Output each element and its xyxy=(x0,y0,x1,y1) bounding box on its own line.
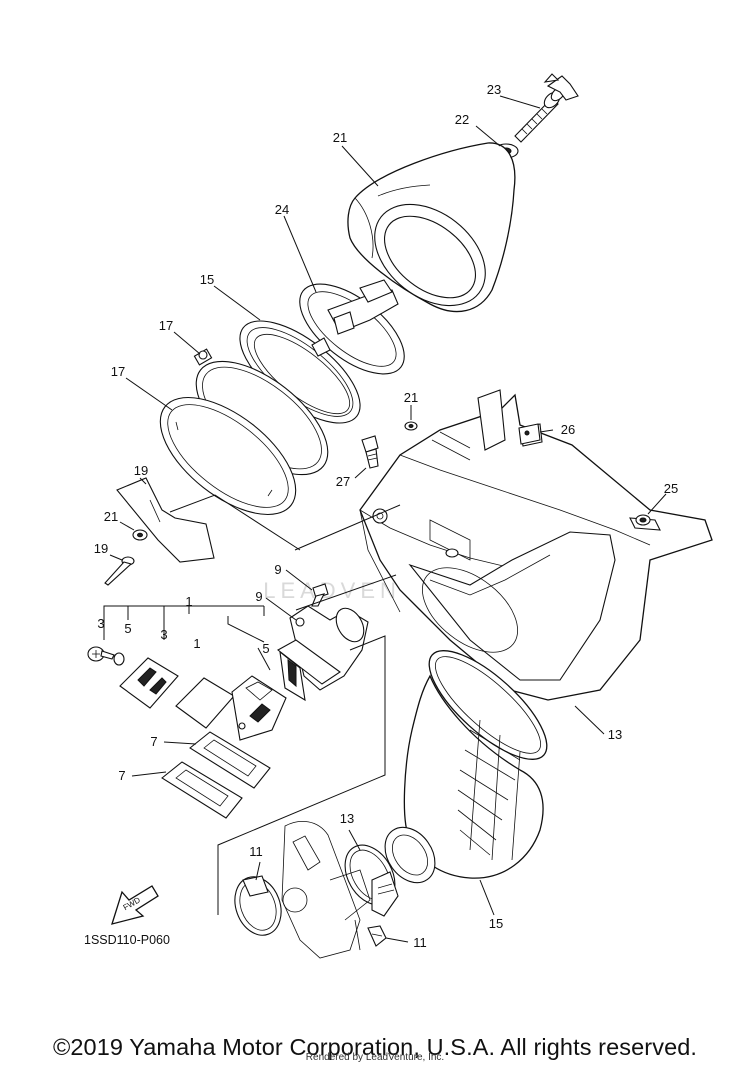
part-label-21-left: 21 xyxy=(104,509,118,524)
rivet-screw-part xyxy=(104,556,135,586)
part-label-4: 3 xyxy=(97,616,104,631)
part-label-10: 9 xyxy=(274,562,281,577)
carburetor-ghost xyxy=(281,820,371,959)
clip-11-part xyxy=(367,925,387,947)
reed-cage-6-part xyxy=(231,675,287,741)
copyright-notice: ©2019 Yamaha Motor Corporation, U.S.A. A… xyxy=(52,1034,698,1060)
part-label-20: 19 xyxy=(94,541,108,556)
part-label-18: 17 xyxy=(111,364,125,379)
part-label-17: 17 xyxy=(159,318,173,333)
reed-plate-3-part xyxy=(119,657,179,709)
grommet-left-part xyxy=(132,529,148,541)
part-label-22: 21 xyxy=(333,130,347,145)
part-label-19: 19 xyxy=(134,463,148,478)
diagram-code: 1SSD110-P060 xyxy=(84,933,170,947)
part-label-12: 11 xyxy=(249,844,263,859)
fwd-arrow: FWD xyxy=(111,885,159,925)
gasket-8-part xyxy=(161,761,243,819)
part-labels: 23 22 21 24 15 17 17 19 21 19 21 26 27 2… xyxy=(94,82,678,950)
leader-lines xyxy=(109,95,667,943)
washer-5-part xyxy=(113,652,125,666)
part-label-24: 23 xyxy=(487,82,501,97)
part-label-5: 5 xyxy=(124,621,131,636)
hose-clamp-13-part xyxy=(344,844,399,917)
boundary-lines xyxy=(169,494,401,915)
assembly-bracket-1 xyxy=(103,605,265,643)
filter-cage-part xyxy=(299,279,405,375)
screw-4-part xyxy=(87,646,115,662)
part-label-3: 3 xyxy=(160,627,167,642)
part-label-14: 13 xyxy=(608,727,622,742)
part-label-9: 9 xyxy=(255,589,262,604)
rendered-by-note: Rendered by LeadVenture, Inc. xyxy=(305,1052,445,1063)
gasket-7-part xyxy=(189,731,271,789)
part-label-6: 5 xyxy=(262,641,269,656)
part-label-13: 13 xyxy=(340,811,354,826)
part-label-25: 24 xyxy=(275,202,289,217)
reed-manifold-part xyxy=(277,605,369,702)
reed-petal-2-part xyxy=(175,677,235,729)
grommet-top-part xyxy=(404,421,418,431)
part-label-15: 15 xyxy=(489,916,503,931)
seal-ring-part xyxy=(159,396,297,516)
air-box-part xyxy=(359,389,713,701)
part-label-28: 27 xyxy=(336,474,350,489)
air-filter-element-part xyxy=(347,142,516,313)
grommet-26-part xyxy=(635,514,651,526)
bolt-28-part xyxy=(361,435,379,469)
part-label-11: 11 xyxy=(413,935,427,950)
bracket-27-part xyxy=(518,423,541,445)
part-label-7: 7 xyxy=(150,734,157,749)
part-label-1: 1 xyxy=(185,594,192,609)
cover-plate-part xyxy=(116,477,215,563)
part-label-23: 22 xyxy=(455,112,469,127)
hose-clamp-12-part xyxy=(234,875,282,936)
wing-bolt-part xyxy=(514,73,579,143)
part-label-2: 1 xyxy=(193,636,200,651)
part-label-21-top: 21 xyxy=(404,390,418,405)
intake-boot-part xyxy=(384,650,548,884)
part-label-8: 7 xyxy=(118,768,125,783)
part-label-27: 26 xyxy=(561,422,575,437)
part-label-16: 15 xyxy=(200,272,214,287)
part-label-26: 25 xyxy=(664,481,678,496)
